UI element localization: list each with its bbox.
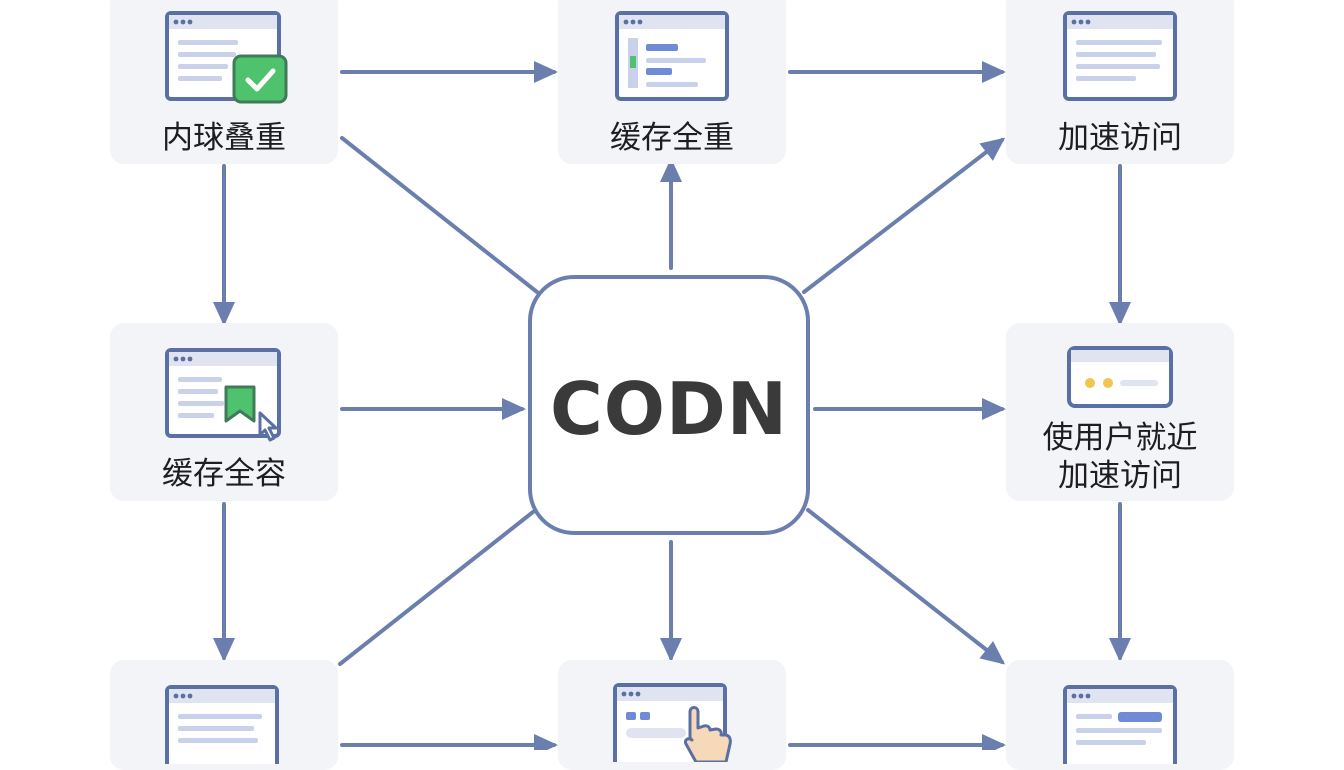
node-top-right: 加速访问 bbox=[1006, 0, 1234, 164]
browser-form-icon bbox=[1063, 685, 1177, 764]
node-top-center-line-1: 缓存全重 bbox=[610, 120, 734, 156]
node-middle-left: 缓存全容 bbox=[110, 323, 338, 501]
node-top-center-label: 缓存全重 bbox=[558, 119, 786, 157]
node-bottom-center bbox=[558, 660, 786, 770]
node-top-right-label: 加速访问 bbox=[1006, 119, 1234, 157]
arrow-hub-to-top-right bbox=[802, 137, 1006, 294]
line-top-left-to-hub bbox=[340, 136, 539, 294]
hub-title: CODN bbox=[549, 367, 789, 451]
arrow-hub-to-bottom-right bbox=[806, 508, 1006, 665]
node-top-right-line-1: 加速访问 bbox=[1058, 120, 1182, 156]
node-top-left-label: 内球叠重 bbox=[110, 119, 338, 157]
node-middle-right-line-2: 加速访问 bbox=[1058, 458, 1182, 494]
node-middle-right: 使用户就近 加速访问 bbox=[1006, 323, 1234, 501]
cdn-hub: CODN bbox=[528, 275, 810, 535]
node-top-left-line-1: 内球叠重 bbox=[162, 120, 286, 156]
node-bottom-left bbox=[110, 660, 338, 770]
card-dots-icon bbox=[1067, 346, 1173, 408]
browser-bookmark-cursor-icon bbox=[165, 348, 281, 442]
node-middle-right-label: 使用户就近 加速访问 bbox=[1006, 419, 1234, 495]
browser-check-icon bbox=[165, 11, 288, 104]
node-middle-left-line-1: 缓存全容 bbox=[162, 456, 286, 492]
browser-doc-icon bbox=[165, 685, 279, 764]
node-middle-left-label: 缓存全容 bbox=[110, 455, 338, 493]
browser-list-icon bbox=[615, 11, 729, 101]
node-top-center: 缓存全重 bbox=[558, 0, 786, 164]
browser-hand-pointer-icon bbox=[613, 683, 732, 762]
node-middle-right-line-1: 使用户就近 bbox=[1042, 420, 1198, 456]
connector-arrows bbox=[213, 61, 1131, 750]
node-bottom-right bbox=[1006, 660, 1234, 770]
node-top-left: 内球叠重 bbox=[110, 0, 338, 164]
browser-doc-icon bbox=[1063, 11, 1177, 101]
line-hub-to-bottom-left bbox=[338, 510, 535, 666]
